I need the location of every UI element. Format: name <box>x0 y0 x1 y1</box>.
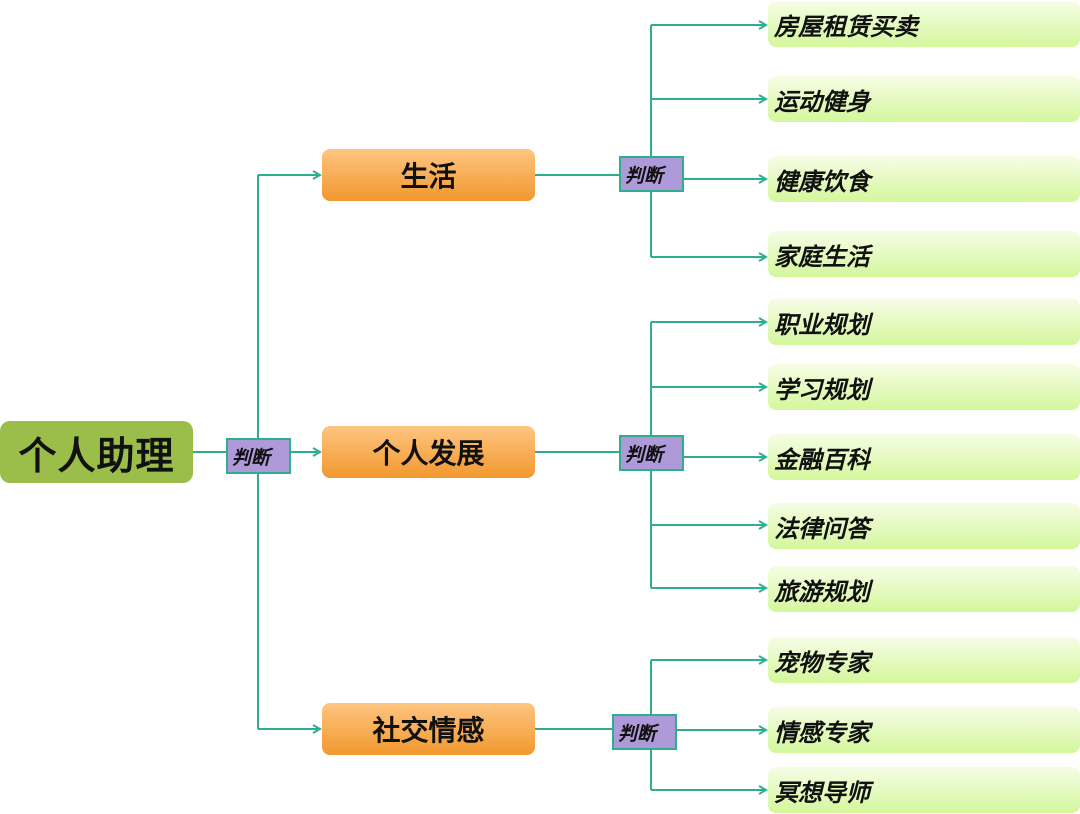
leaf-node[interactable]: 冥想导师 <box>768 767 1080 813</box>
category-label: 生活 <box>400 160 457 193</box>
leaf-label: 运动健身 <box>774 87 870 116</box>
leaf-node[interactable]: 宠物专家 <box>768 637 1080 683</box>
category-node-life[interactable]: 生活 <box>322 149 535 201</box>
leaf-node[interactable]: 旅游规划 <box>768 566 1080 612</box>
judge-label: 判断 <box>618 722 657 745</box>
judge-label: 判断 <box>625 164 664 187</box>
judge-node-social-emotion[interactable]: 判断 <box>612 714 677 750</box>
leaf-label: 职业规划 <box>774 310 870 339</box>
leaf-node[interactable]: 职业规划 <box>768 299 1080 345</box>
leaf-label: 冥想导师 <box>774 778 870 807</box>
judge-node-life[interactable]: 判断 <box>619 156 684 192</box>
leaf-node[interactable]: 情感专家 <box>768 707 1080 753</box>
leaf-label: 学习规划 <box>774 375 870 404</box>
leaf-label: 宠物专家 <box>774 648 870 677</box>
category-label: 个人发展 <box>372 437 485 470</box>
leaf-node[interactable]: 运动健身 <box>768 76 1080 122</box>
category-node-personal-development[interactable]: 个人发展 <box>322 426 535 478</box>
judge-node-root[interactable]: 判断 <box>226 438 291 474</box>
leaf-node[interactable]: 法律问答 <box>768 503 1080 549</box>
leaf-label: 家庭生活 <box>774 242 870 271</box>
leaf-label: 金融百科 <box>774 445 870 474</box>
leaf-label: 旅游规划 <box>774 577 870 606</box>
leaf-node[interactable]: 学习规划 <box>768 364 1080 410</box>
leaf-label: 情感专家 <box>774 718 870 747</box>
category-node-social-emotion[interactable]: 社交情感 <box>322 703 535 755</box>
leaf-label: 房屋租赁买卖 <box>774 12 918 41</box>
leaf-label: 法律问答 <box>774 514 870 543</box>
judge-label: 判断 <box>232 446 271 469</box>
leaf-node[interactable]: 健康饮食 <box>768 156 1080 202</box>
judge-node-personal-development[interactable]: 判断 <box>619 435 684 471</box>
root-node[interactable]: 个人助理 <box>0 421 193 483</box>
leaf-node[interactable]: 房屋租赁买卖 <box>768 1 1080 47</box>
category-label: 社交情感 <box>372 714 485 747</box>
leaf-node[interactable]: 金融百科 <box>768 434 1080 480</box>
root-label: 个人助理 <box>18 433 175 478</box>
judge-label: 判断 <box>625 443 664 466</box>
leaf-node[interactable]: 家庭生活 <box>768 231 1080 277</box>
leaf-label: 健康饮食 <box>774 167 870 196</box>
